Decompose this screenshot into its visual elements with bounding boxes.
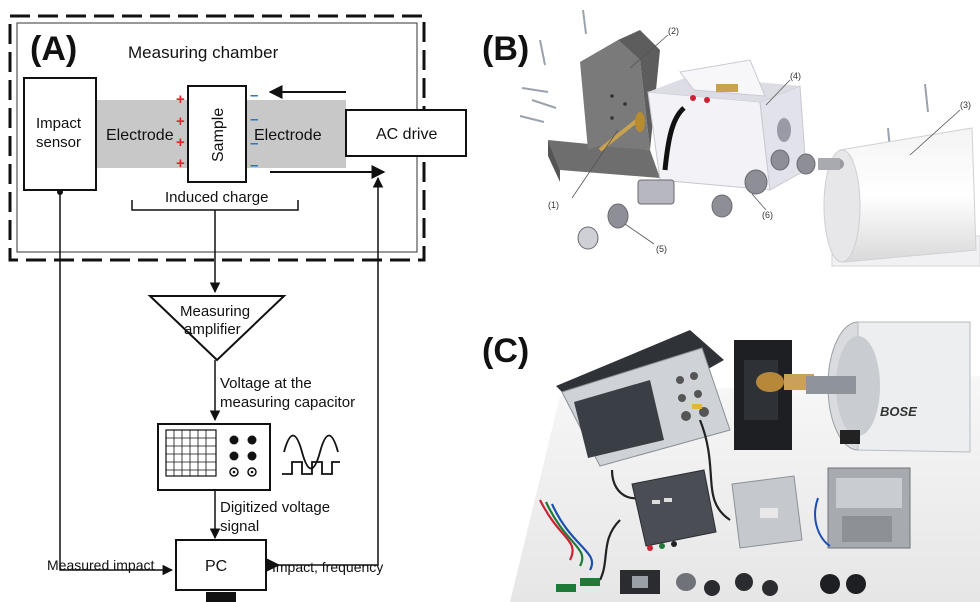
impact-sensor-junction [57, 189, 63, 195]
amplifier-triangle [147, 295, 287, 362]
sample-chamber-box [647, 59, 807, 191]
holder-photo [734, 340, 814, 450]
induced-charge-label: Induced charge [165, 189, 268, 206]
screw-icon [521, 87, 549, 93]
pc-to-ac-drive-line [266, 176, 384, 566]
sample-label: Sample [210, 108, 227, 162]
digitized-note-line2: signal [220, 518, 259, 535]
screw-icon [531, 99, 557, 109]
panel-c: (C) [482, 321, 980, 602]
minus-charge: – [250, 157, 258, 174]
electrode-left-block [96, 100, 188, 168]
screw-icon [539, 39, 546, 66]
panel-b: (B) [482, 9, 980, 267]
measured-impact-label: Measured impact [47, 557, 154, 573]
knob [735, 573, 753, 591]
callout-leader [751, 193, 767, 211]
panel-a: (A) Measuring chamber Electrode Electrod… [8, 14, 467, 602]
voltage-note-line2: measuring capacitor [220, 394, 355, 411]
oscilloscope-photo [556, 330, 731, 467]
impact-frequency-label: Impact, frequency [272, 559, 383, 575]
knob [846, 574, 866, 594]
shaker-photo: BOSE [806, 321, 971, 453]
callout-leaders [571, 34, 961, 245]
callout-leader [629, 34, 669, 69]
amplifier-label-line1: Measuring [180, 303, 250, 320]
bose-brand-label: BOSE [880, 404, 917, 419]
aluminium-box-photo [731, 475, 803, 549]
plus-charge: + [176, 155, 185, 172]
digitized-note-line1: Digitized voltage [220, 499, 330, 516]
screw-icon [924, 83, 929, 113]
knob [577, 226, 599, 250]
knob [770, 149, 790, 171]
small-parts-photo [556, 570, 866, 596]
minus-charges: – – – – [250, 87, 258, 174]
callout-1: (1) [548, 200, 559, 210]
impact-sensor-label-line1: Impact [36, 115, 82, 132]
screw-icon [582, 9, 587, 35]
screw-icon [519, 115, 545, 123]
induced-charge-brace [131, 200, 299, 236]
sine-wave-icon [283, 434, 339, 470]
minus-charge: – [250, 111, 258, 128]
pc-box [175, 539, 267, 591]
knob [676, 573, 696, 591]
knob [744, 169, 768, 195]
callout-leader [571, 129, 619, 199]
knob [704, 580, 720, 596]
electrode-right-block [246, 100, 346, 168]
pc-stand [206, 592, 236, 602]
square-wave-icon [282, 461, 340, 475]
mounting-bracket [548, 30, 660, 182]
panel-c-letter: (C) [482, 332, 529, 370]
pc-label: PC [205, 558, 227, 575]
knob [796, 153, 816, 175]
callout-leader [909, 109, 961, 156]
knob [607, 203, 629, 229]
impact-rod [598, 112, 645, 152]
electrode-left-label: Electrode [106, 127, 174, 144]
oscilloscope-icon [157, 423, 271, 491]
minus-charge: – [250, 135, 258, 152]
callout-2: (2) [668, 26, 679, 36]
ac-drive-label: AC drive [376, 126, 437, 143]
voltage-note-line1: Voltage at the [220, 375, 312, 392]
plus-charges: + + + + [176, 91, 185, 172]
plus-charge: + [176, 91, 185, 108]
callout-3: (3) [960, 100, 971, 110]
callout-4: (4) [790, 71, 801, 81]
callout-leader [765, 79, 791, 106]
ac-drive-box [345, 109, 467, 157]
callout-6: (6) [762, 210, 773, 220]
impact-sensor-label-line2: sensor [36, 134, 81, 151]
electrode-holder [637, 179, 675, 205]
knob [762, 580, 778, 596]
sample-box [187, 85, 247, 183]
metal-chamber-photo [814, 467, 911, 549]
pc-output-arrowhead [266, 558, 280, 572]
amplifier-box-photo [631, 469, 717, 551]
impact-to-pc-line [59, 190, 174, 576]
amplifier-label-line2: amplifier [184, 321, 241, 338]
plus-charge: + [176, 134, 185, 151]
panel-a-letter: (A) [30, 30, 77, 68]
callout-leader [624, 223, 655, 245]
minus-charge: – [250, 87, 258, 104]
plus-charge: + [176, 113, 185, 130]
electrode-holder-parts [577, 149, 816, 250]
knob [820, 574, 840, 594]
callout-5: (5) [656, 244, 667, 254]
shaker-cylinder [818, 127, 980, 267]
chamber-title: Measuring chamber [128, 43, 279, 62]
knob [711, 194, 733, 218]
electrode-right-label: Electrode [254, 127, 322, 144]
panel-b-letter: (B) [482, 30, 529, 68]
